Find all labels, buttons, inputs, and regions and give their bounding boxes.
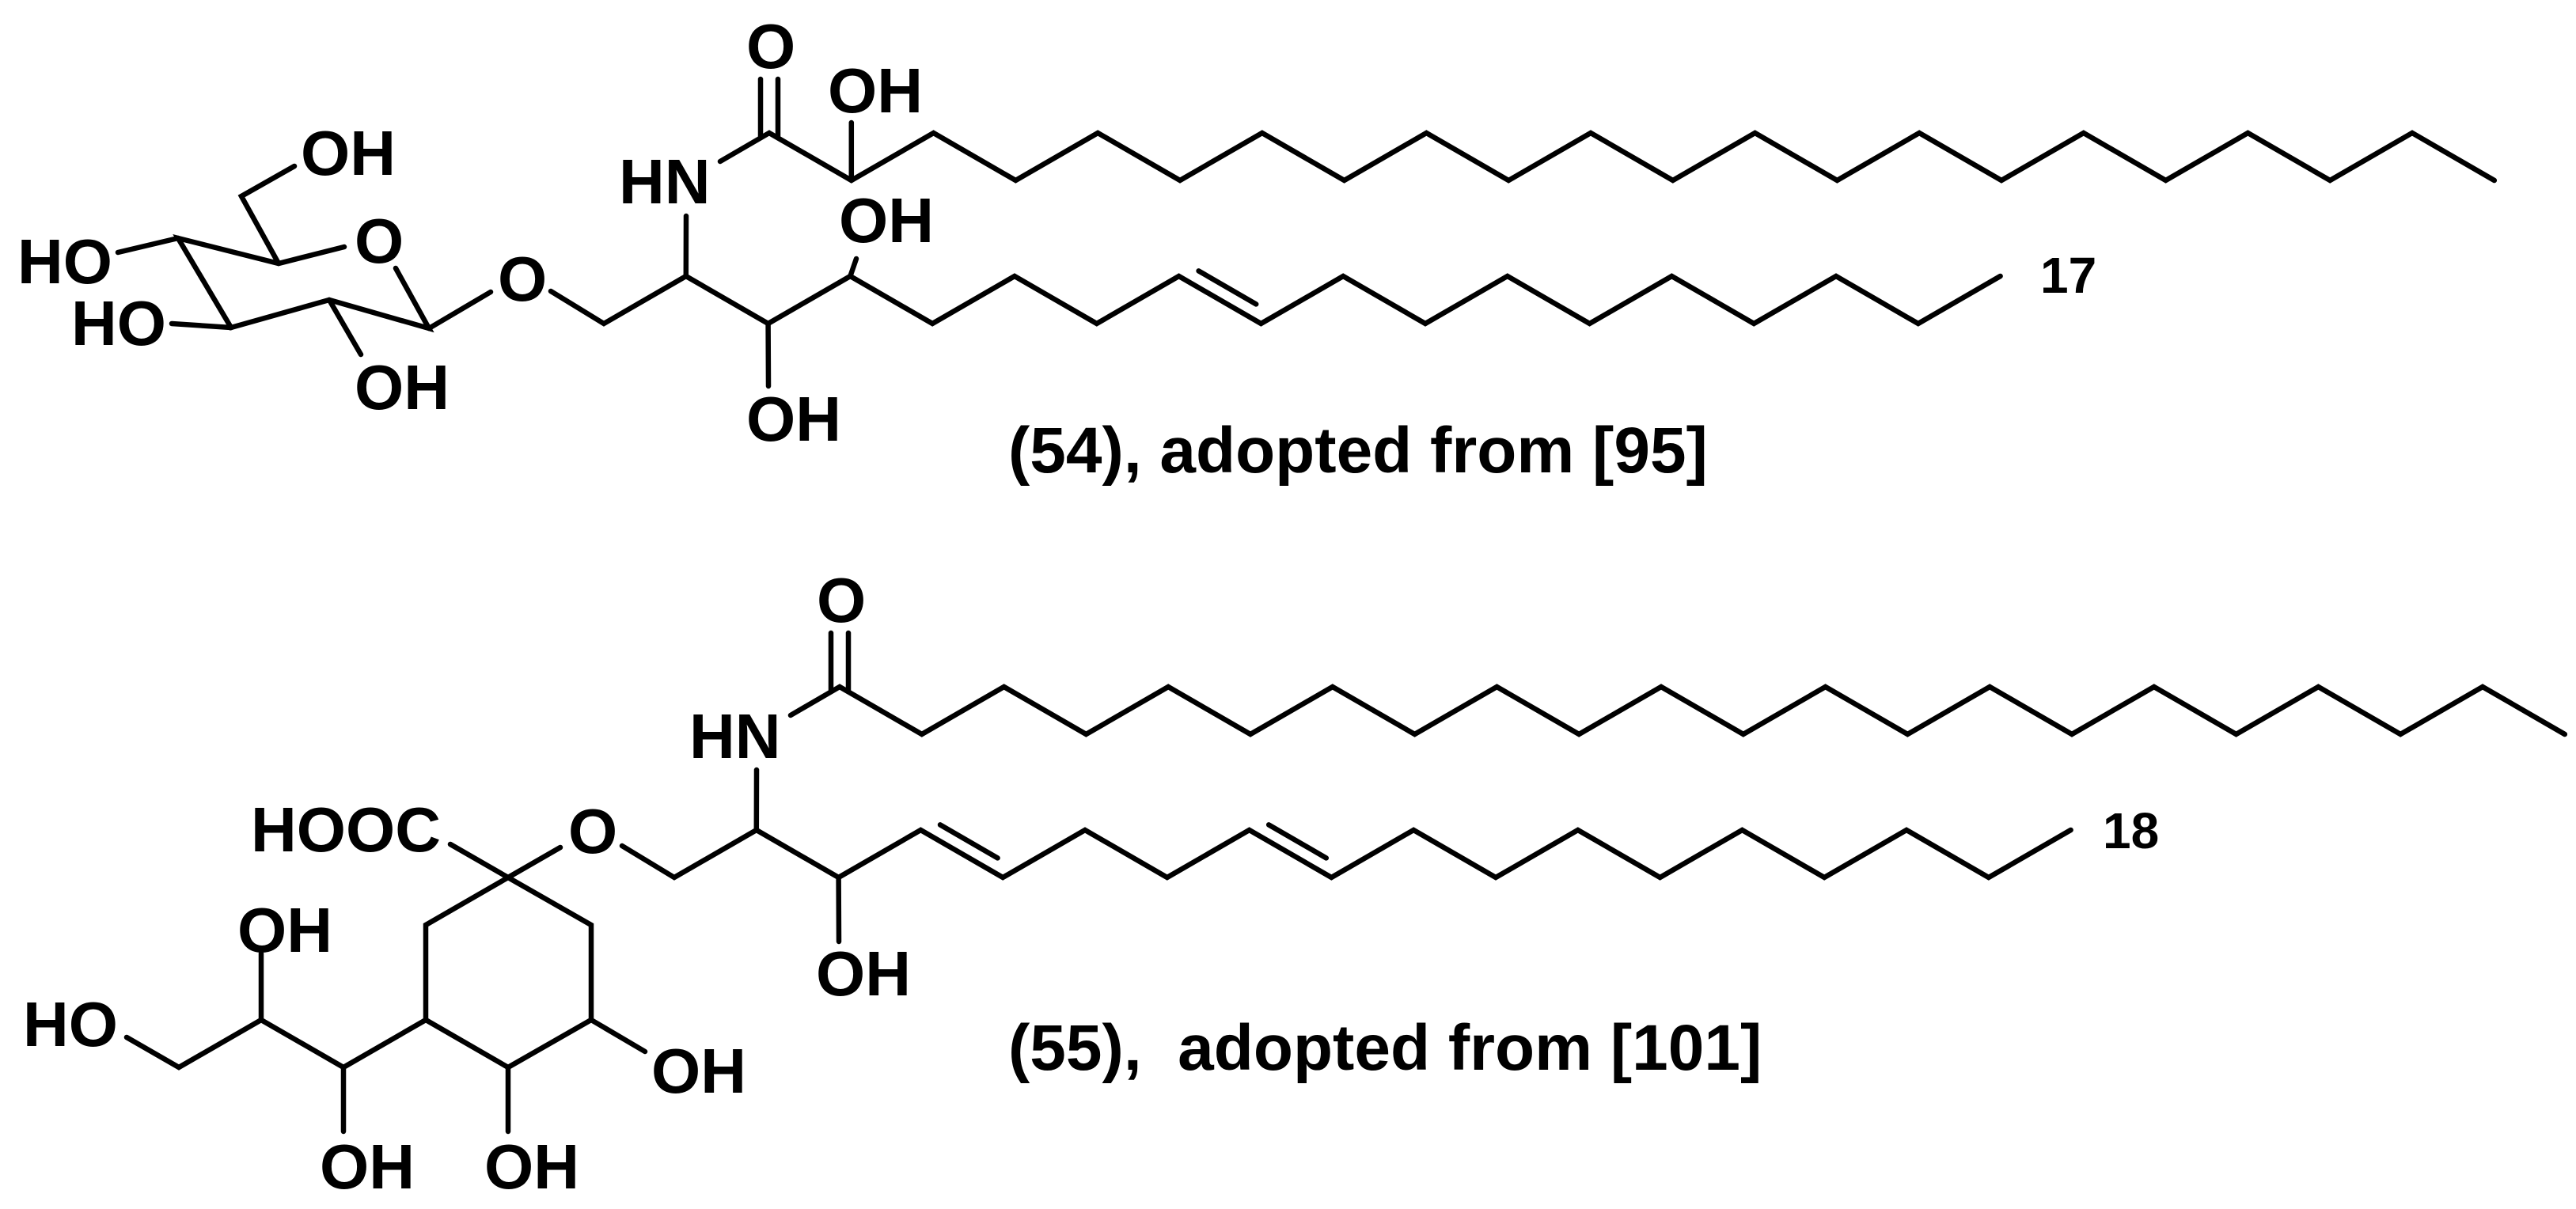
atom-label-amide-nh: HN [689,701,781,771]
c2-hydroxyl-bond [326,297,364,358]
ring-right-hydroxyl-bond [588,1017,648,1055]
atom-label-hooc: HOOC [251,794,441,865]
double-bond-inner-line [1196,268,1259,307]
glycosidic-bond [505,844,563,881]
atom-label-side-oh-bottom: OH [320,1131,415,1202]
carboxyl-bond [447,841,511,881]
atom-label-carbonyl-o: O [746,11,795,81]
atom-label-carbonyl-o: O [817,565,866,635]
structure-54: OH HO HO O OH O HN O OH OH OH 17 (54), a… [17,11,2498,487]
ceramide-moiety: HN O OH OH OH 17 [548,11,2498,454]
structure-caption: (55), adopted from [101] [1008,1012,1762,1084]
atom-label-glycosidic-o: O [568,796,617,866]
atom-label-alpha-oh: OH [828,55,923,126]
structure-55: HOOC O OH HO OH OH OH HN O OH 18 (55), a… [23,565,2568,1202]
atom-label-c2-oh: OH [355,352,450,423]
atom-label-amide-nh: HN [619,146,711,217]
c6-hydroxymethyl-bond [237,163,298,267]
atom-label-ring-oh-right: OH [651,1036,746,1106]
double-bond-inner-line-2 [1265,822,1330,861]
atom-label-side-oh-top: OH [237,895,332,965]
fatty-acyl-chain [717,130,2498,184]
atom-label-ho-upper: HO [17,226,112,297]
atom-label-ho-lower: HO [71,288,166,358]
atom-label-c6-oh: OH [301,118,396,188]
fatty-acyl-chain [787,684,2568,737]
atom-label-c4-oh: OH [839,185,934,256]
chain-length-label: 18 [2103,802,2159,859]
atom-label-ho-left: HO [23,989,118,1059]
sialic-acid-moiety: HOOC O OH HO OH OH OH [23,794,746,1202]
structure-caption: (54), adopted from [95] [1008,415,1708,487]
atom-label-c3-oh: OH [816,938,911,1009]
ceramide-moiety: HN O OH 18 [619,565,2568,1009]
anomeric-bond [426,289,494,332]
atom-label-c3-oh: OH [746,384,841,454]
atom-label-glycosidic-o: O [498,244,547,314]
c3-hydroxyl-bond [169,320,234,331]
c4-hydroxyl-bond [115,235,181,256]
atom-label-ring-oh-bottom: OH [484,1131,579,1202]
chain-length-label: 17 [2040,247,2096,304]
c4-hydroxyl-bond [848,256,859,279]
double-bond-inner-line-1 [937,822,1000,861]
sugar-moiety: OH HO HO O OH O [17,118,547,423]
atom-label-ring-o: O [355,206,404,276]
